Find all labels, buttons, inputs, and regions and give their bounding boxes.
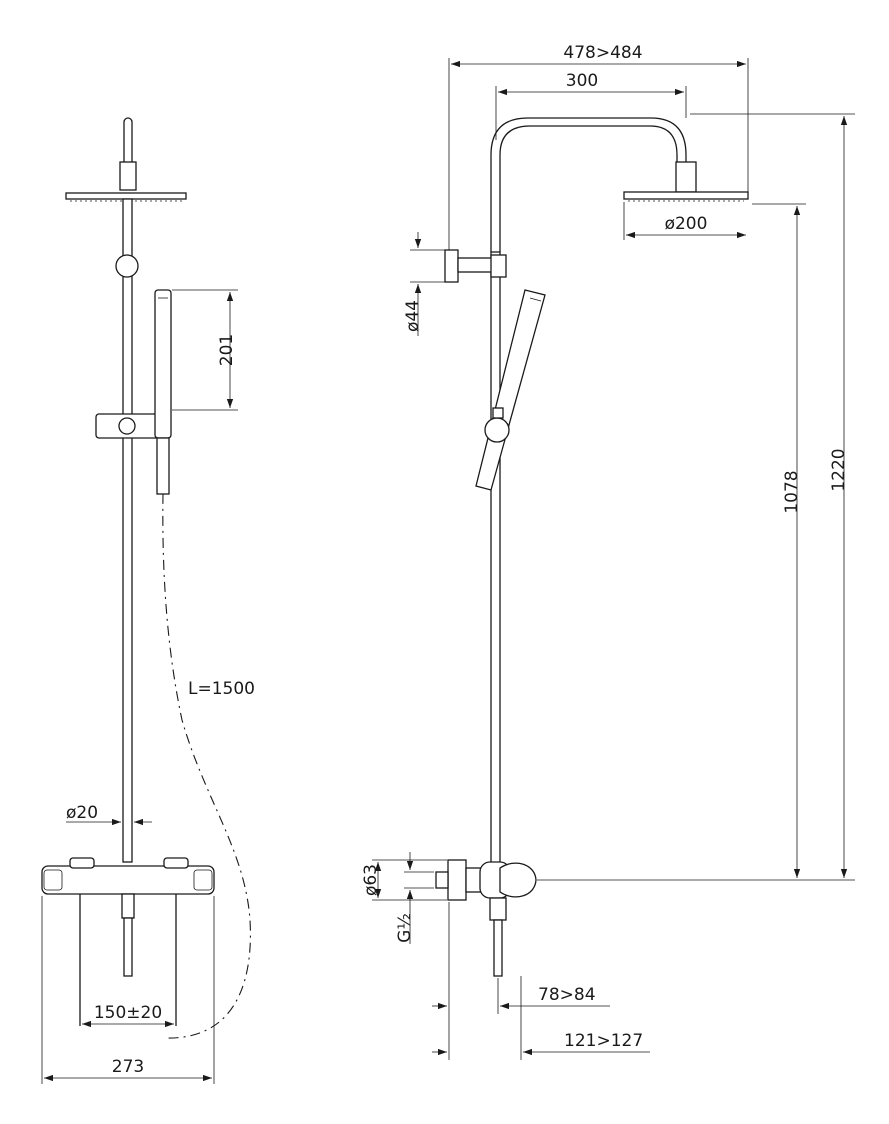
side-bracket-clamp <box>490 254 507 278</box>
front-shower-head <box>65 192 187 200</box>
side-wall-bracket <box>444 249 459 283</box>
front-rail <box>122 198 133 863</box>
side-slider-clip <box>492 407 504 419</box>
front-dim-273-label: 273 <box>112 1057 144 1077</box>
front-mixer-right-knob <box>163 857 189 869</box>
side-dim-78-label: 78>84 <box>538 985 596 1005</box>
front-dim-o20-label: ø20 <box>66 803 98 823</box>
side-shower-head <box>623 191 749 200</box>
side-dim-o200-label: ø200 <box>665 214 708 234</box>
front-mixer-body <box>41 865 215 895</box>
front-hose <box>162 493 251 1039</box>
front-mixer-outlet <box>121 893 135 919</box>
side-hand-shower-face <box>529 297 542 302</box>
side-dim-1078-label: 1078 <box>782 470 802 513</box>
front-view: 201 L=1500 ø20 150±20 273 <box>41 117 255 1084</box>
front-dim-201-label: 201 <box>217 334 237 366</box>
front-mixer-left-knob <box>69 857 95 869</box>
front-hose-length-label: L=1500 <box>188 679 255 699</box>
side-inlet-thread <box>435 871 449 889</box>
front-head-joint <box>119 161 137 191</box>
side-outlet-pipe <box>493 919 503 977</box>
side-hand-shower <box>475 289 546 491</box>
side-arm-inner <box>499 125 678 252</box>
side-bracket-arm <box>457 257 493 273</box>
side-rail <box>490 251 501 865</box>
side-head-joint <box>675 161 697 193</box>
side-dim-121-label: 121>127 <box>564 1031 643 1051</box>
side-slider-knob <box>484 417 510 443</box>
side-arm-outer <box>490 117 687 252</box>
front-head-arm <box>123 117 133 162</box>
front-mixer-left-cap <box>43 869 63 891</box>
side-dim-o63-label: ø63 <box>361 864 381 896</box>
front-dim-150-label: 150±20 <box>94 1003 162 1023</box>
side-mixer-handle <box>499 862 537 898</box>
front-outlet-pipe <box>123 917 133 977</box>
front-hand-shower-handle <box>156 437 170 495</box>
side-wall-cover <box>447 859 467 901</box>
front-mixer-right-cap <box>193 869 213 891</box>
front-hand-shower <box>154 289 172 439</box>
side-mixer-outlet <box>489 897 507 921</box>
side-view: 478>484 300 ø200 1220 1078 ø44 ø63 <box>361 43 855 1060</box>
side-dim-1220-label: 1220 <box>829 448 849 491</box>
front-rail-bracket <box>115 254 139 278</box>
side-dim-478-label: 478>484 <box>563 43 642 63</box>
side-dim-300-label: 300 <box>566 71 598 91</box>
side-dim-o44-label: ø44 <box>403 300 423 332</box>
front-slider-knob <box>118 417 136 435</box>
side-dim-thread-label: G½ <box>395 913 415 943</box>
